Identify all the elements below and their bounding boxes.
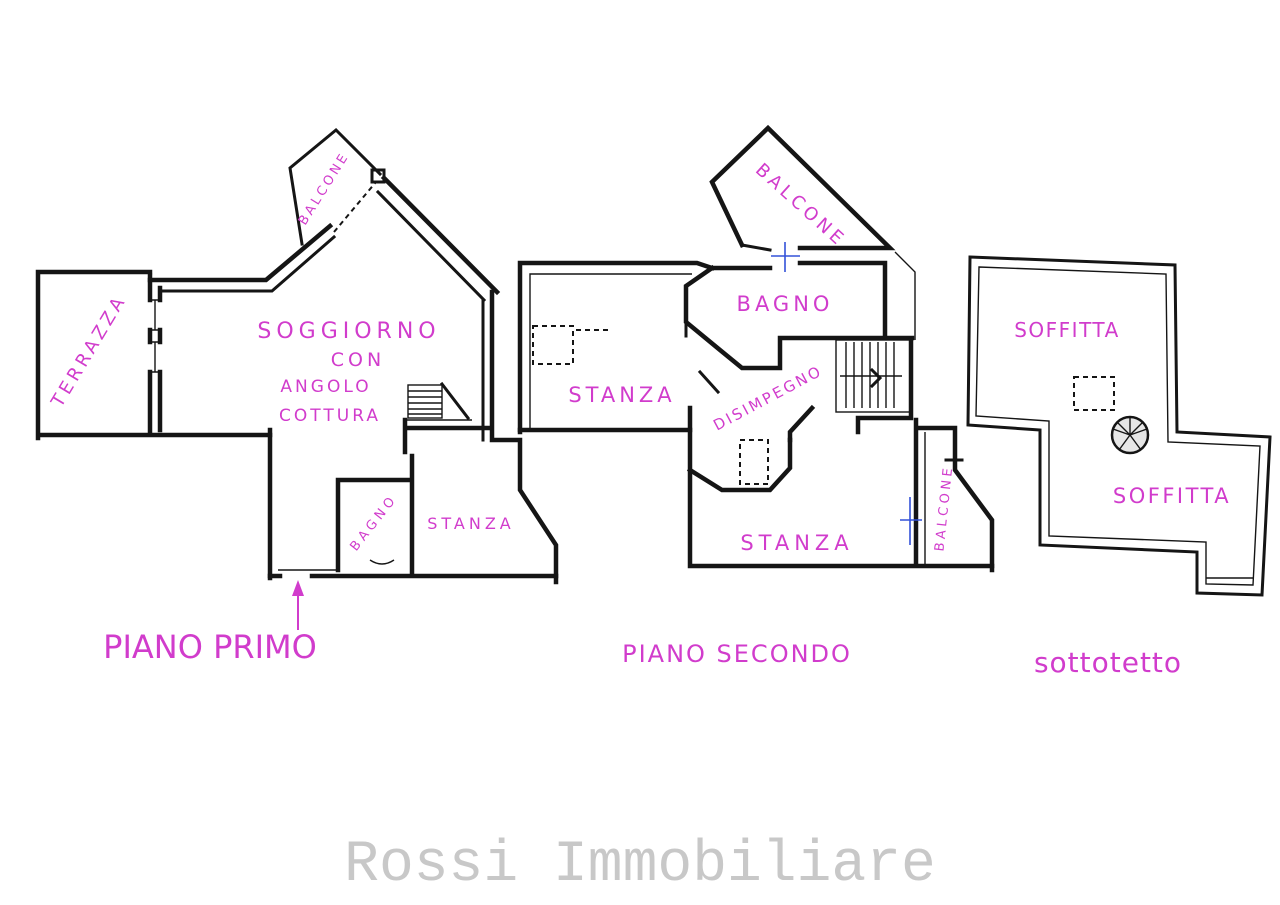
window	[150, 299, 160, 373]
disimpegno-wall	[787, 404, 816, 443]
floor-plan-piano-secondo: BALCONE BAGNO STANZA DISIMPEGNO STANZA B…	[517, 124, 995, 668]
label-balcone-right: BALCONE	[932, 464, 956, 552]
soggiorno-diagonal-wall-inner	[375, 189, 487, 303]
label-soggiorno-con: CON	[331, 349, 385, 371]
label-soggiorno-cottura: COTTURA	[279, 406, 381, 426]
balcone-right-outline	[917, 425, 995, 573]
stanza-bottom-walls	[687, 417, 995, 569]
corner-thin	[894, 251, 916, 340]
label-bagno: BAGNO	[347, 492, 400, 555]
outer-wall	[517, 260, 715, 435]
terrazza-walls	[35, 269, 273, 441]
soggiorno-left-wall	[147, 273, 163, 435]
label-bagno: BAGNO	[737, 292, 834, 316]
bagno-door-arc	[369, 559, 395, 565]
entrance-arrow-icon	[292, 580, 304, 630]
chimney-dashed-box	[532, 325, 574, 365]
balcone-bottom-left	[740, 243, 772, 252]
label-stanza: STANZA	[427, 514, 515, 533]
label-balcone: BALCONE	[751, 159, 850, 251]
bagno-top-wall	[709, 260, 888, 341]
floor-title-piano-secondo: PIANO SECONDO	[622, 640, 852, 668]
stanza-left-walls	[517, 405, 693, 433]
door-mark	[900, 497, 922, 545]
label-balcone: BALCONE	[296, 149, 353, 228]
label-stanza-bottom: STANZA	[740, 531, 853, 555]
spiral-staircase-icon	[1110, 415, 1150, 455]
bagno-walls	[335, 453, 415, 575]
floor-plan-sottotetto: SOFFITTA SOFFITTA sottotetto	[966, 255, 1272, 679]
balcone-outline	[288, 127, 383, 246]
bagno-left-wall	[683, 264, 915, 371]
stanza-left-partition	[684, 320, 721, 395]
soggiorno-top-wall-inner	[158, 234, 337, 293]
floor-title-piano-primo: PIANO PRIMO	[103, 628, 317, 666]
chimney-dashed-box	[1073, 376, 1115, 411]
label-soffitta-top: SOFFITTA	[1014, 318, 1120, 342]
chimney-dashed-box	[739, 439, 769, 485]
staircase-icon	[835, 337, 914, 435]
label-soffitta-bottom: SOFFITTA	[1113, 484, 1231, 508]
door-mark	[771, 242, 800, 272]
outer-wall	[966, 255, 1272, 597]
watermark: Rossi Immobiliare	[344, 833, 936, 898]
outer-wall-inner	[975, 266, 1261, 586]
balcone-outline	[709, 124, 896, 251]
staircase-icon	[406, 381, 472, 421]
stanza-top-wall	[402, 417, 493, 455]
soggiorno-top-wall	[147, 222, 334, 283]
label-terrazza: TERRAZZA	[47, 291, 131, 412]
balcony-door	[333, 181, 377, 233]
stanza-bottom-alcove	[686, 437, 793, 493]
label-disimpegno: DISIMPEGNO	[710, 362, 825, 435]
label-soggiorno-angolo: ANGOLO	[280, 377, 371, 397]
outer-wall-inner	[529, 273, 692, 428]
floor-plan-piano-primo: TERRAZZA BALCONE SOGGIORNO CON ANGOLO CO…	[35, 127, 559, 666]
label-stanza-left: STANZA	[568, 383, 675, 407]
floor-title-sottotetto: sottotetto	[1034, 646, 1182, 679]
soggiorno-diagonal-wall	[380, 174, 501, 296]
label-soggiorno: SOGGIORNO	[257, 319, 440, 344]
right-wall	[489, 289, 559, 585]
